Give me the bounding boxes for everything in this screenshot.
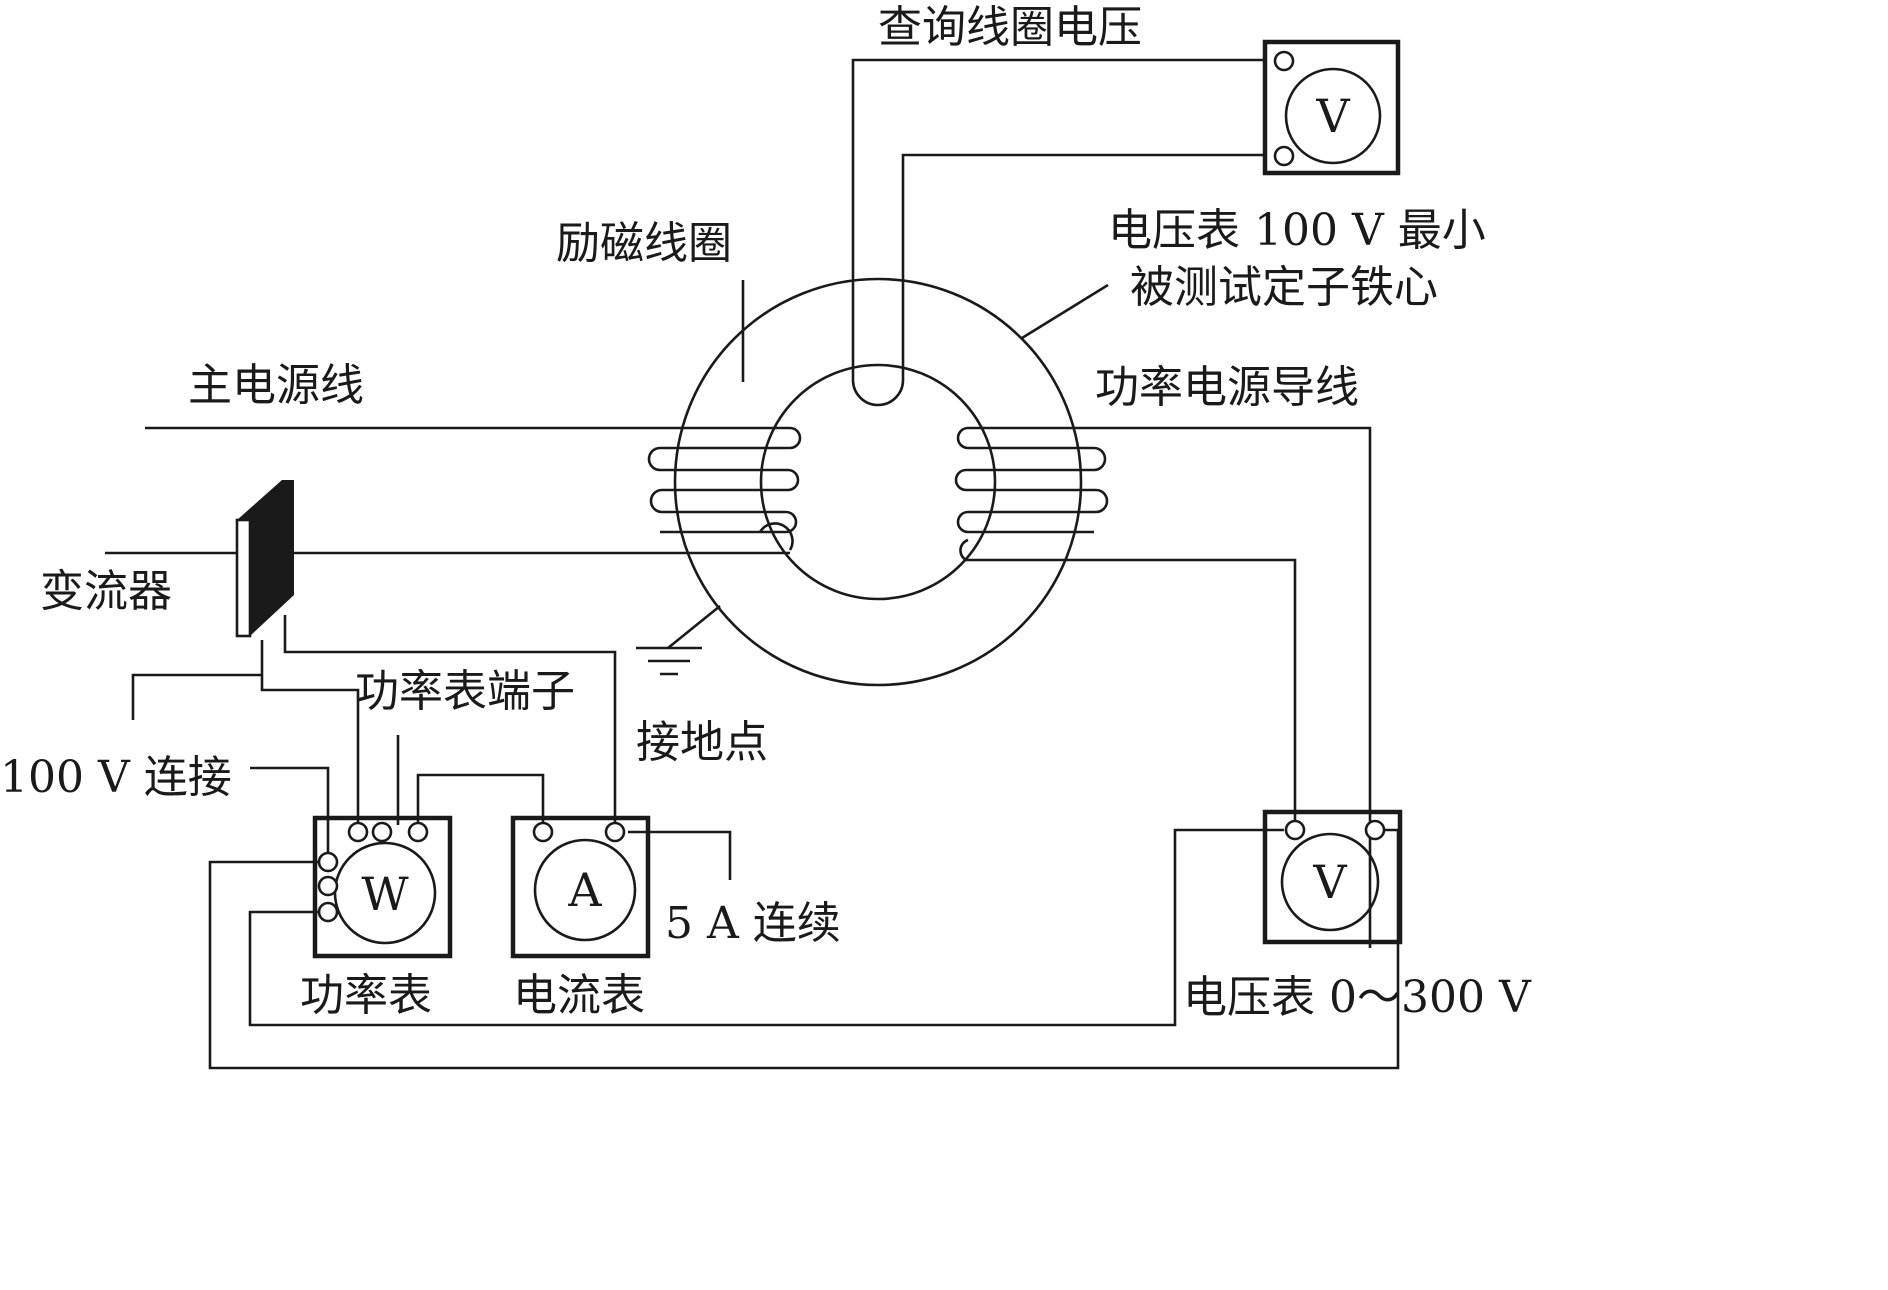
- label-main-power-line: 主电源线: [188, 360, 364, 411]
- query-coil-lead-1: [851, 58, 1265, 380]
- right-voltmeter: V: [1262, 809, 1403, 945]
- lead-100v-label: [250, 766, 330, 862]
- stator-core-outer-ring: [673, 277, 1083, 687]
- top-voltmeter-dial: [1284, 67, 1382, 165]
- label-100v-connection: 100 V 连接: [0, 752, 232, 803]
- label-voltmeter-0-300v: 电压表 0～300 V: [1183, 972, 1532, 1023]
- label-query-coil-voltage: 查询线圈电压: [878, 2, 1142, 53]
- ct-front-face: [235, 518, 252, 638]
- stator-core-leader: [1021, 283, 1109, 340]
- ammeter-case: [510, 815, 651, 959]
- labels: 查询线圈电压 励磁线圈 电压表 100 V 最小 被测试定子铁心 主电源线 功率…: [0, 2, 1532, 1023]
- wattmeter-terminal-5: [317, 875, 339, 897]
- top-voltmeter-case: [1262, 39, 1401, 176]
- ammeter-terminal-2: [604, 821, 626, 843]
- inner-loop-to-voltmeter: [248, 828, 1284, 1027]
- wattmeter-case: [312, 815, 453, 959]
- label-excitation-coil: 励磁线圈: [556, 218, 732, 269]
- ct-secondary-to-wattmeter: [260, 640, 360, 825]
- ammeter: A: [510, 815, 651, 959]
- excitation-coil-upper-turns: [145, 426, 802, 534]
- right-voltmeter-terminal-1: [1284, 819, 1306, 841]
- label-wattmeter: 功率表: [300, 970, 432, 1021]
- wattmeter-symbol: W: [361, 867, 409, 921]
- power-lead-right-turns: [954, 426, 1372, 948]
- stator-core-loss-test-circuit: V: [0, 2, 1532, 1070]
- label-voltmeter-100v: 电压表 100 V 最小: [1108, 205, 1486, 256]
- right-voltmeter-dial: [1280, 832, 1380, 932]
- lead-100v-connection: [131, 673, 262, 720]
- excitation-coil-bottom-turn: [758, 522, 794, 551]
- label-ground-point: 接地点: [636, 717, 768, 768]
- label-ammeter: 电流表: [513, 970, 645, 1021]
- query-coil: [851, 58, 1265, 407]
- label-current-transformer: 变流器: [40, 566, 172, 617]
- label-5a-continuous: 5 A 连续: [665, 898, 841, 949]
- top-voltmeter: V: [1262, 39, 1401, 176]
- right-voltmeter-terminal-2: [1364, 819, 1386, 841]
- current-transformer: [105, 480, 294, 638]
- excitation-winding-right: [954, 426, 1372, 948]
- query-coil-loop: [851, 379, 905, 407]
- ammeter-dial: [533, 838, 637, 942]
- ct-secondary-to-ammeter: [283, 615, 617, 825]
- excitation-winding-left: [145, 426, 802, 555]
- lead-5a-label: [628, 830, 732, 880]
- wattmeter-terminal-4: [317, 851, 339, 873]
- meter-wiring: [131, 615, 1400, 1070]
- ground-lead: [667, 604, 721, 650]
- label-wattmeter-terminals: 功率表端子: [355, 666, 575, 717]
- ammeter-terminal-1: [532, 821, 554, 843]
- top-voltmeter-symbol: V: [1315, 89, 1350, 143]
- leader-lines: [741, 280, 1109, 382]
- stator-core-inner-bore: [759, 363, 997, 601]
- right-voltmeter-symbol: V: [1312, 855, 1347, 909]
- wattmeter-terminal-1: [347, 821, 369, 843]
- wattmeter-terminal-2: [371, 821, 393, 843]
- wattmeter: W: [312, 815, 453, 959]
- wattmeter-terminal-3: [407, 821, 429, 843]
- label-power-supply-lead: 功率电源导线: [1095, 362, 1359, 413]
- top-voltmeter-terminal-2: [1273, 145, 1295, 167]
- wattmeter-to-ammeter-link: [416, 773, 545, 825]
- right-voltmeter-case: [1262, 809, 1403, 945]
- ct-window: [262, 525, 282, 585]
- label-stator-core: 被测试定子铁心: [1130, 262, 1438, 313]
- query-coil-lead-2: [901, 153, 1265, 380]
- stator-core: [673, 277, 1083, 687]
- outer-loop-to-voltmeter: [208, 828, 1400, 1070]
- top-voltmeter-terminal-1: [1273, 50, 1295, 72]
- ct-side-face: [250, 480, 294, 636]
- ground-symbol: [636, 604, 721, 676]
- power-lead-right-return: [959, 538, 1297, 820]
- wattmeter-terminal-6: [317, 901, 339, 923]
- ammeter-symbol: A: [567, 863, 602, 917]
